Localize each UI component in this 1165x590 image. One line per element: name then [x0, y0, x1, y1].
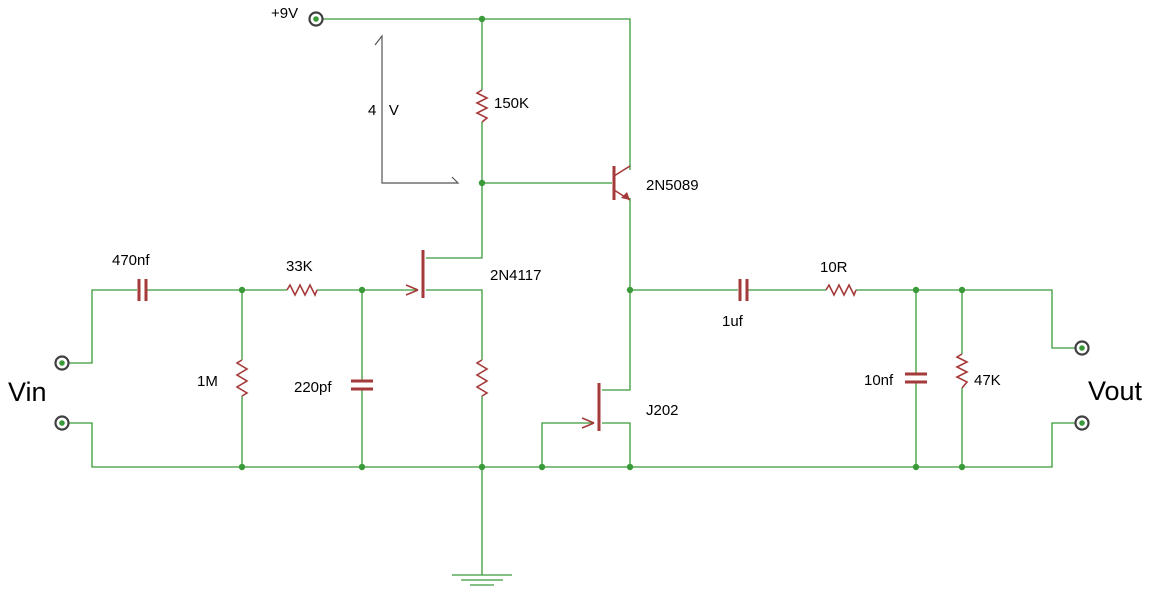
- label-10r: 10R: [820, 259, 848, 276]
- junction-dot: [958, 463, 966, 471]
- wire-j202-source: [602, 422, 631, 467]
- label-10nf: 10nf: [864, 372, 894, 389]
- label-1uf: 1uf: [722, 313, 744, 330]
- voltage-annotation: 4 V: [368, 34, 460, 184]
- resistor-10r: [825, 283, 857, 297]
- junction-dots: [238, 15, 966, 471]
- junction-dot: [478, 179, 486, 187]
- supply-label: +9V: [271, 5, 298, 22]
- label-220pf: 220pf: [294, 379, 332, 396]
- capacitor-220pf: [351, 379, 373, 391]
- resistor-1m: [235, 359, 249, 397]
- label-33k: 33K: [286, 258, 313, 275]
- vout-terminal-bottom[interactable]: [1074, 415, 1090, 431]
- jfet-j202: [581, 383, 601, 431]
- bjt-2n5089: [612, 165, 631, 201]
- vin-terminal-bottom[interactable]: [54, 415, 70, 431]
- label-2n4117: 2N4117: [490, 267, 541, 284]
- resistor-33k: [286, 283, 318, 297]
- vin-label: Vin: [8, 377, 47, 407]
- wire-base-to-jfet1-drain: [426, 183, 483, 259]
- wire-supply-rail: [322, 18, 631, 170]
- resistor-150k: [475, 89, 489, 123]
- junction-dot: [912, 286, 920, 294]
- vout-label: Vout: [1088, 376, 1143, 406]
- junction-dot: [626, 463, 634, 471]
- wire-150k-to-bjt-base: [481, 122, 612, 184]
- jfet-2n4117: [405, 250, 425, 298]
- resistor-source: [475, 359, 489, 397]
- resistor-47k: [955, 353, 969, 389]
- vin-terminal-top[interactable]: [54, 355, 70, 371]
- label-1m: 1M: [197, 373, 218, 390]
- label-47k: 47K: [974, 372, 1001, 389]
- wire-vin-top: [62, 289, 137, 364]
- junction-dot: [238, 463, 246, 471]
- capacitor-470nf: [137, 279, 148, 301]
- junction-dot: [478, 463, 486, 471]
- wire-vin-bottom: [62, 422, 1082, 468]
- ground-symbol: [452, 574, 512, 586]
- junction-dot: [912, 463, 920, 471]
- junction-dot: [478, 15, 486, 23]
- junction-dot: [958, 286, 966, 294]
- voltage-label: 4 V: [368, 102, 399, 119]
- capacitor-10nf: [905, 372, 927, 384]
- supply-terminal[interactable]: [308, 11, 324, 27]
- junction-dot: [358, 286, 366, 294]
- wire-10r-to-output: [856, 289, 1082, 349]
- label-150k: 150K: [494, 95, 529, 112]
- junction-dot: [538, 463, 546, 471]
- wire-j202-gate: [541, 422, 594, 467]
- annotation-bracket: [374, 34, 460, 184]
- wire-jfet1-source-down: [426, 289, 483, 360]
- capacitor-1uf: [738, 279, 749, 301]
- junction-dot: [238, 286, 246, 294]
- labels: +9V 150K 2N5089 470nf 33K 2N4117 1M 220p…: [8, 5, 1143, 419]
- label-470nf: 470nf: [112, 252, 150, 269]
- junction-dot: [626, 286, 634, 294]
- label-2n5089: 2N5089: [646, 177, 699, 194]
- label-j202: J202: [646, 402, 679, 419]
- junction-dot: [358, 463, 366, 471]
- vout-terminal-top[interactable]: [1074, 340, 1090, 356]
- wires: [62, 18, 1082, 575]
- wire-node-to-j202-drain: [602, 290, 631, 391]
